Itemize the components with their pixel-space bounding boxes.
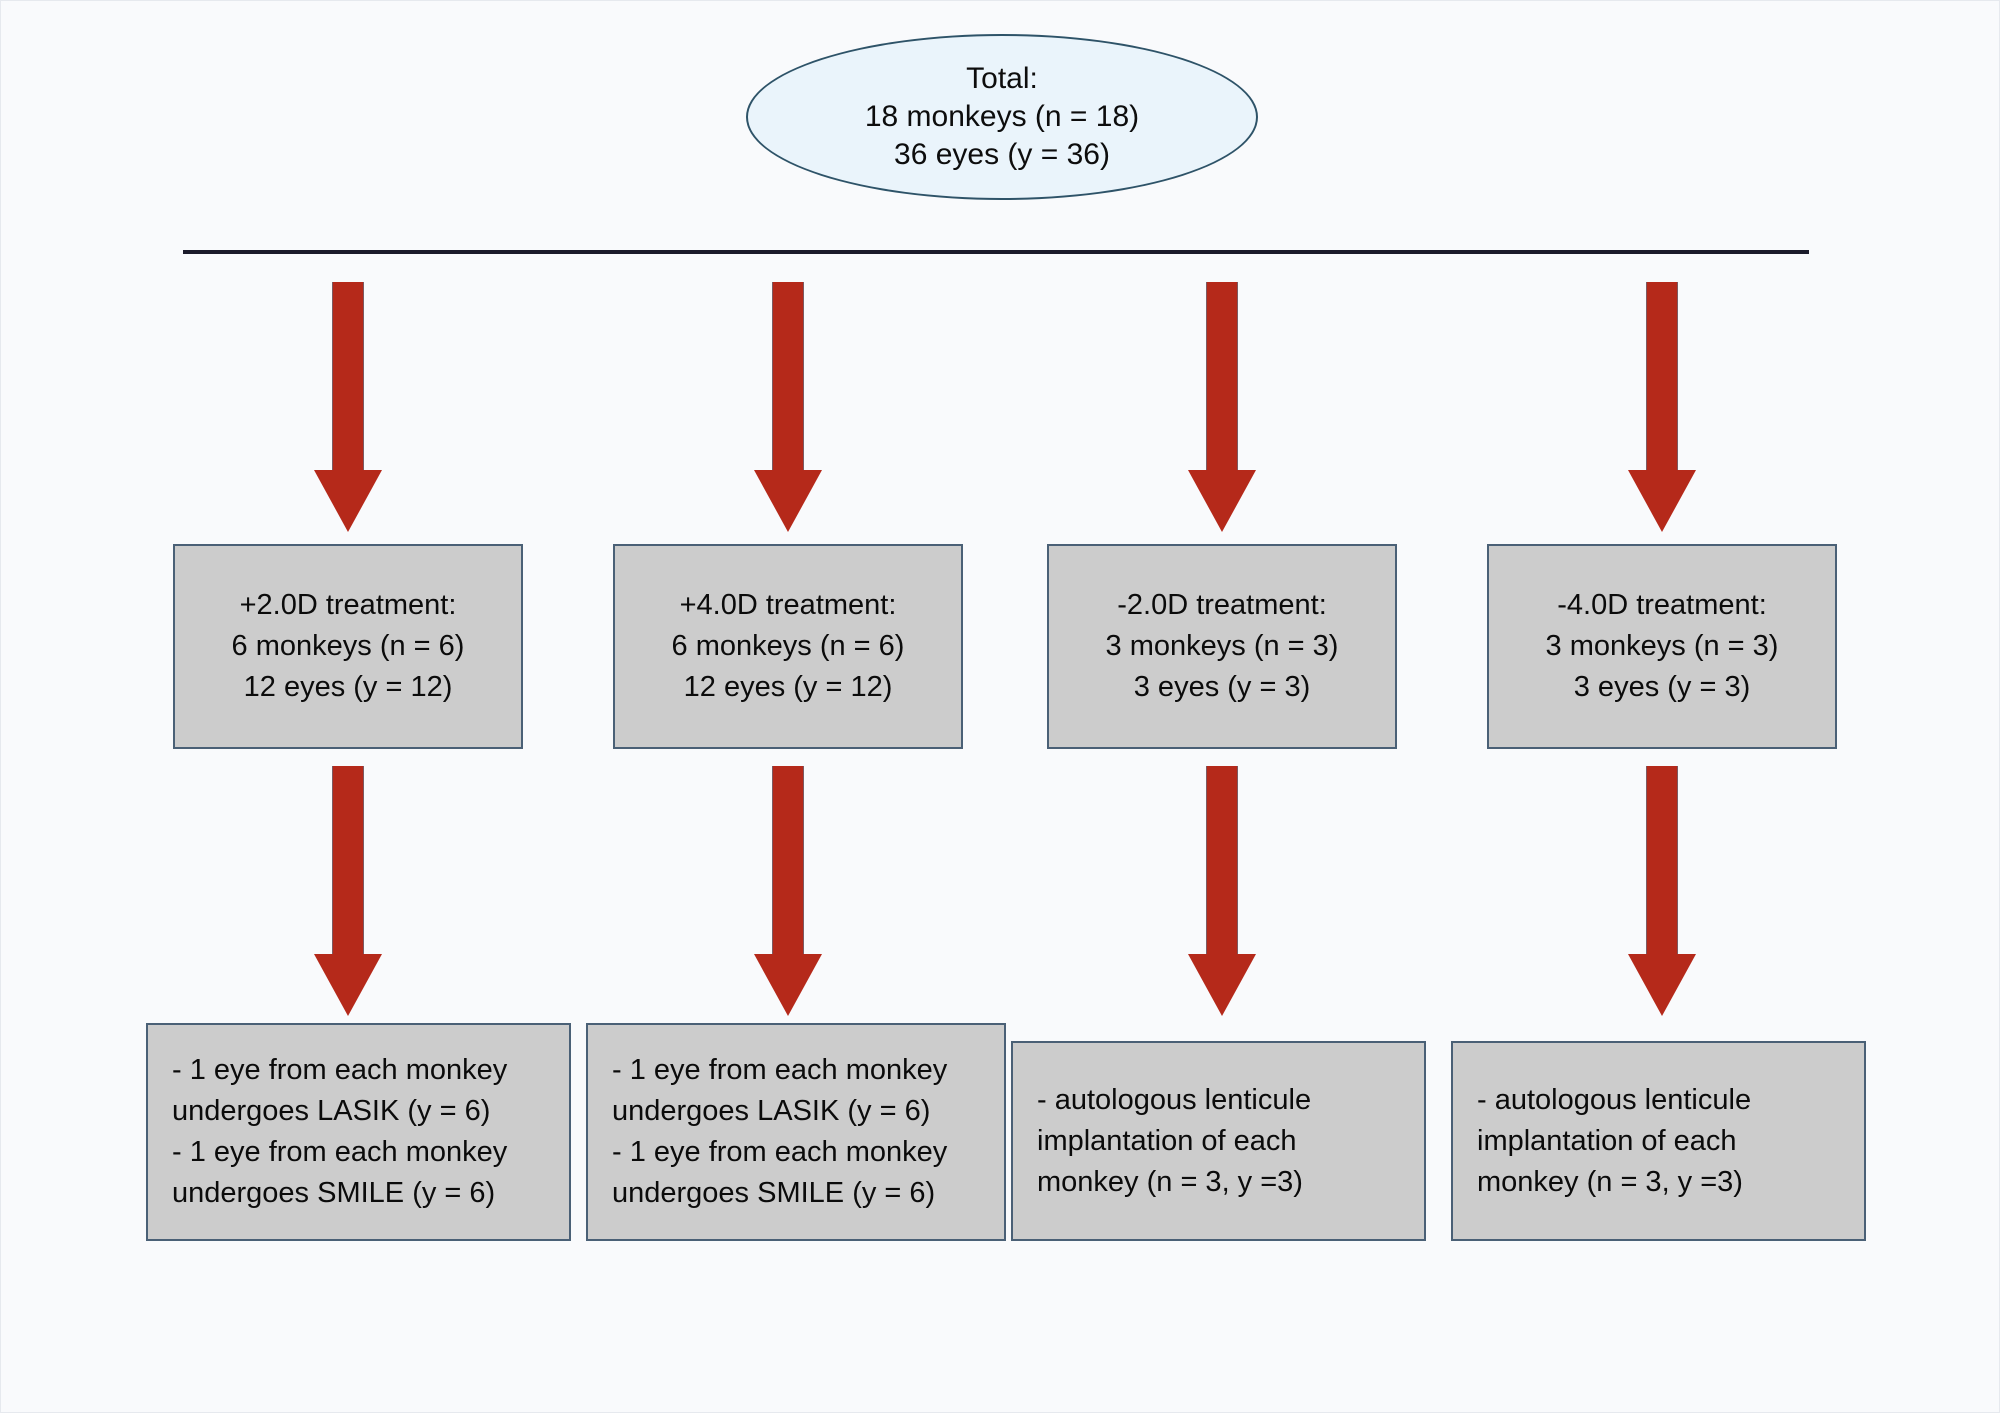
treatment-1-line-0: +2.0D treatment: xyxy=(239,589,457,621)
treatment-1-line-1: 6 monkeys (n = 6) xyxy=(231,630,465,662)
treatment-3-line-1: 3 monkeys (n = 3) xyxy=(1105,630,1339,662)
root-line-1: 18 monkeys (n = 18) xyxy=(864,100,1140,133)
treatment-box-3: -2.0D treatment: 3 monkeys (n = 3) 3 eye… xyxy=(1047,544,1397,749)
treatment-3-line-0: -2.0D treatment: xyxy=(1117,589,1327,621)
arrow-root-to-treatment-3 xyxy=(1188,282,1256,532)
arrow-treatment-3-to-procedure-3 xyxy=(1188,766,1256,1016)
root-line-0: Total: xyxy=(966,62,1038,95)
procedure-1-line-1: undergoes LASIK (y = 6) xyxy=(172,1095,491,1127)
treatment-1-line-2: 12 eyes (y = 12) xyxy=(243,671,453,703)
procedure-1-line-0: - 1 eye from each monkey xyxy=(172,1054,508,1086)
treatment-2-line-0: +4.0D treatment: xyxy=(679,589,897,621)
procedure-4-line-2: monkey (n = 3, y =3) xyxy=(1477,1165,1743,1198)
treatment-box-2: +4.0D treatment: 6 monkeys (n = 6) 12 ey… xyxy=(613,544,963,749)
arrow-treatment-2-to-procedure-2 xyxy=(754,766,822,1016)
treatment-3-line-2: 3 eyes (y = 3) xyxy=(1133,671,1311,703)
root-node-total: Total: 18 monkeys (n = 18) 36 eyes (y = … xyxy=(746,34,1258,200)
procedure-2-line-3: undergoes SMILE (y = 6) xyxy=(612,1177,936,1209)
procedure-1-line-3: undergoes SMILE (y = 6) xyxy=(172,1177,496,1209)
procedure-4-line-1: implantation of each xyxy=(1477,1124,1737,1157)
procedure-box-4: - autologous lenticule implantation of e… xyxy=(1451,1041,1866,1241)
arrow-root-to-treatment-1 xyxy=(314,282,382,532)
treatment-4-line-2: 3 eyes (y = 3) xyxy=(1573,671,1751,703)
procedure-2-line-0: - 1 eye from each monkey xyxy=(612,1054,948,1086)
procedure-4-line-0: - autologous lenticule xyxy=(1477,1083,1752,1116)
procedure-box-1: - 1 eye from each monkey undergoes LASIK… xyxy=(146,1023,571,1241)
treatment-box-1: +2.0D treatment: 6 monkeys (n = 6) 12 ey… xyxy=(173,544,523,749)
treatment-4-line-1: 3 monkeys (n = 3) xyxy=(1545,630,1779,662)
arrow-root-to-treatment-2 xyxy=(754,282,822,532)
root-line-2: 36 eyes (y = 36) xyxy=(894,138,1110,171)
treatment-2-line-1: 6 monkeys (n = 6) xyxy=(671,630,905,662)
arrow-root-to-treatment-4 xyxy=(1628,282,1696,532)
procedure-3-line-1: implantation of each xyxy=(1037,1124,1297,1157)
procedure-box-2: - 1 eye from each monkey undergoes LASIK… xyxy=(586,1023,1006,1241)
treatment-2-line-2: 12 eyes (y = 12) xyxy=(683,671,893,703)
procedure-3-line-0: - autologous lenticule xyxy=(1037,1083,1312,1116)
procedure-3-line-2: monkey (n = 3, y =3) xyxy=(1037,1165,1303,1198)
procedure-1-line-2: - 1 eye from each monkey xyxy=(172,1136,508,1168)
treatment-box-4: -4.0D treatment: 3 monkeys (n = 3) 3 eye… xyxy=(1487,544,1837,749)
procedure-box-3: - autologous lenticule implantation of e… xyxy=(1011,1041,1426,1241)
treatment-4-line-0: -4.0D treatment: xyxy=(1557,589,1767,621)
procedure-2-line-2: - 1 eye from each monkey xyxy=(612,1136,948,1168)
arrow-treatment-4-to-procedure-4 xyxy=(1628,766,1696,1016)
arrow-treatment-1-to-procedure-1 xyxy=(314,766,382,1016)
procedure-2-line-1: undergoes LASIK (y = 6) xyxy=(612,1095,931,1127)
horizontal-connector-line xyxy=(183,250,1809,254)
